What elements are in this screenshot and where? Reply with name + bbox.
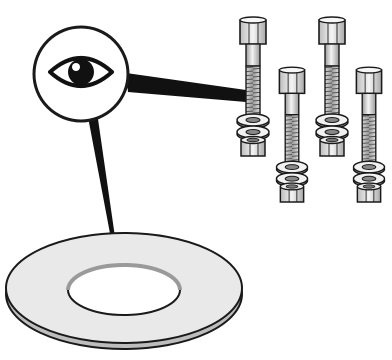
bolt-set: [236, 16, 386, 203]
hex-bolt: [236, 16, 270, 157]
callout-pointer-to-washer: [88, 117, 116, 244]
eye-icon: [48, 56, 114, 88]
hex-bolt: [352, 66, 386, 203]
inspection-callout: [32, 25, 130, 123]
hex-bolt: [315, 16, 349, 157]
hex-bolt: [275, 66, 309, 203]
callout-pointer-to-bolts: [126, 73, 246, 102]
flat-washer: [5, 232, 243, 350]
